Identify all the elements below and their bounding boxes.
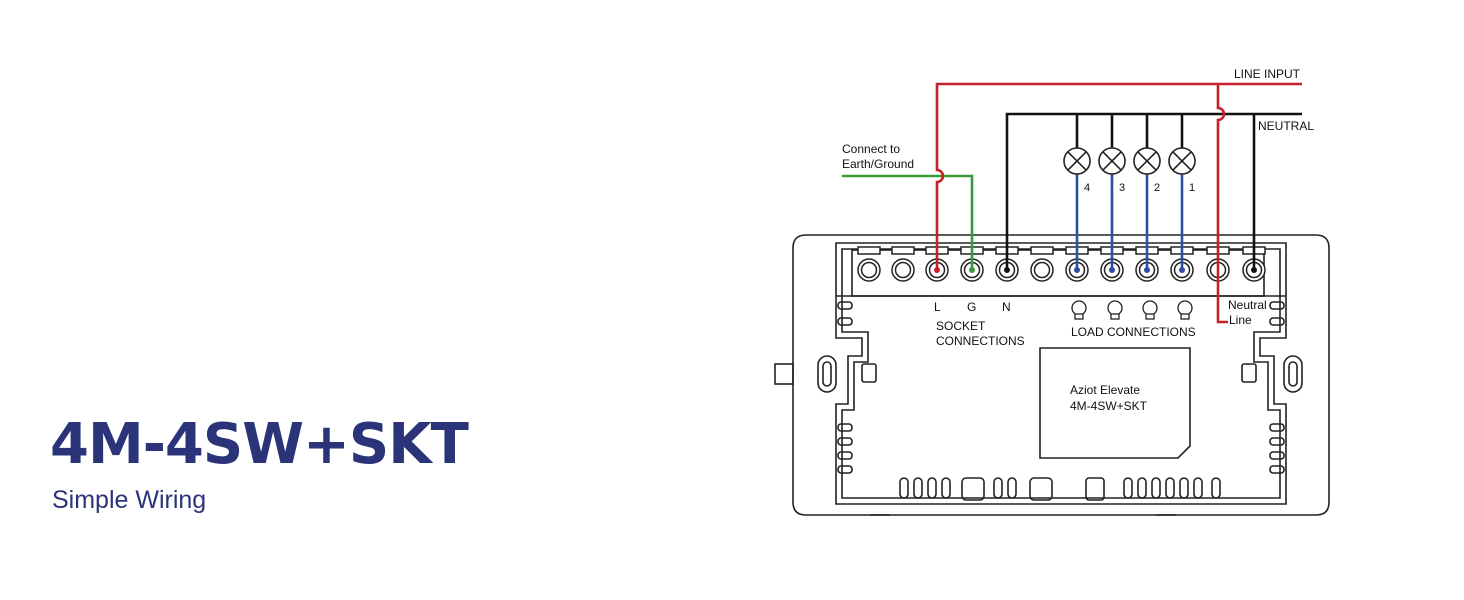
lamp-symbol: 4 [1063, 147, 1091, 194]
label-earth-2: Earth/Ground [842, 157, 914, 171]
bulb-icon [1107, 300, 1123, 320]
wires [842, 82, 1302, 324]
lamp-symbol: 3 [1098, 147, 1126, 194]
label-socket-2: CONNECTIONS [936, 334, 1025, 348]
label-terminal-l: L [934, 300, 941, 314]
label-load: LOAD CONNECTIONS [1071, 325, 1196, 339]
label-terminal-g: G [967, 300, 976, 314]
terminal-tab [1030, 246, 1054, 255]
terminal-block [857, 246, 1266, 282]
bulb-icon [1071, 300, 1087, 320]
wire-terminations [934, 267, 1257, 273]
product-title: 4M-4SW+SKT [50, 412, 469, 477]
terminal-screw-head [1033, 261, 1051, 279]
lamp-symbol: 1 [1168, 147, 1196, 194]
neutral-wire-main [1005, 112, 1302, 270]
label-neutral: NEUTRAL [1258, 119, 1314, 133]
label-socket-1: SOCKET [936, 319, 986, 333]
label-earth-1: Connect to [842, 142, 900, 156]
terminal-screw-head [860, 261, 878, 279]
terminal-screw-head [894, 261, 912, 279]
label-line-input: LINE INPUT [1234, 67, 1301, 81]
lamp-number: 2 [1154, 182, 1160, 194]
bulb-icon [1177, 300, 1193, 320]
terminal-tab [891, 246, 915, 255]
load-lamps: 4 3 2 1 [1063, 147, 1196, 194]
earth-wire [842, 174, 974, 270]
product-subtitle: Simple Wiring [52, 486, 207, 514]
terminal-tab [857, 246, 881, 255]
device-housing [774, 234, 1330, 516]
line-wire-l [935, 82, 1302, 270]
lamp-number: 1 [1189, 182, 1195, 194]
label-line-side: Line [1229, 313, 1252, 327]
bulb-icons [1071, 300, 1193, 320]
lamp-number: 3 [1119, 182, 1125, 194]
lamp-number: 4 [1084, 182, 1090, 194]
label-model-1: Aziot Elevate [1070, 383, 1140, 397]
label-terminal-n: N [1002, 300, 1011, 314]
lamp-symbol: 2 [1133, 147, 1161, 194]
label-neutral-side: Neutral [1228, 298, 1267, 312]
label-model-2: 4M-4SW+SKT [1070, 399, 1148, 413]
bulb-icon [1142, 300, 1158, 320]
line-wire-right [1216, 84, 1228, 324]
